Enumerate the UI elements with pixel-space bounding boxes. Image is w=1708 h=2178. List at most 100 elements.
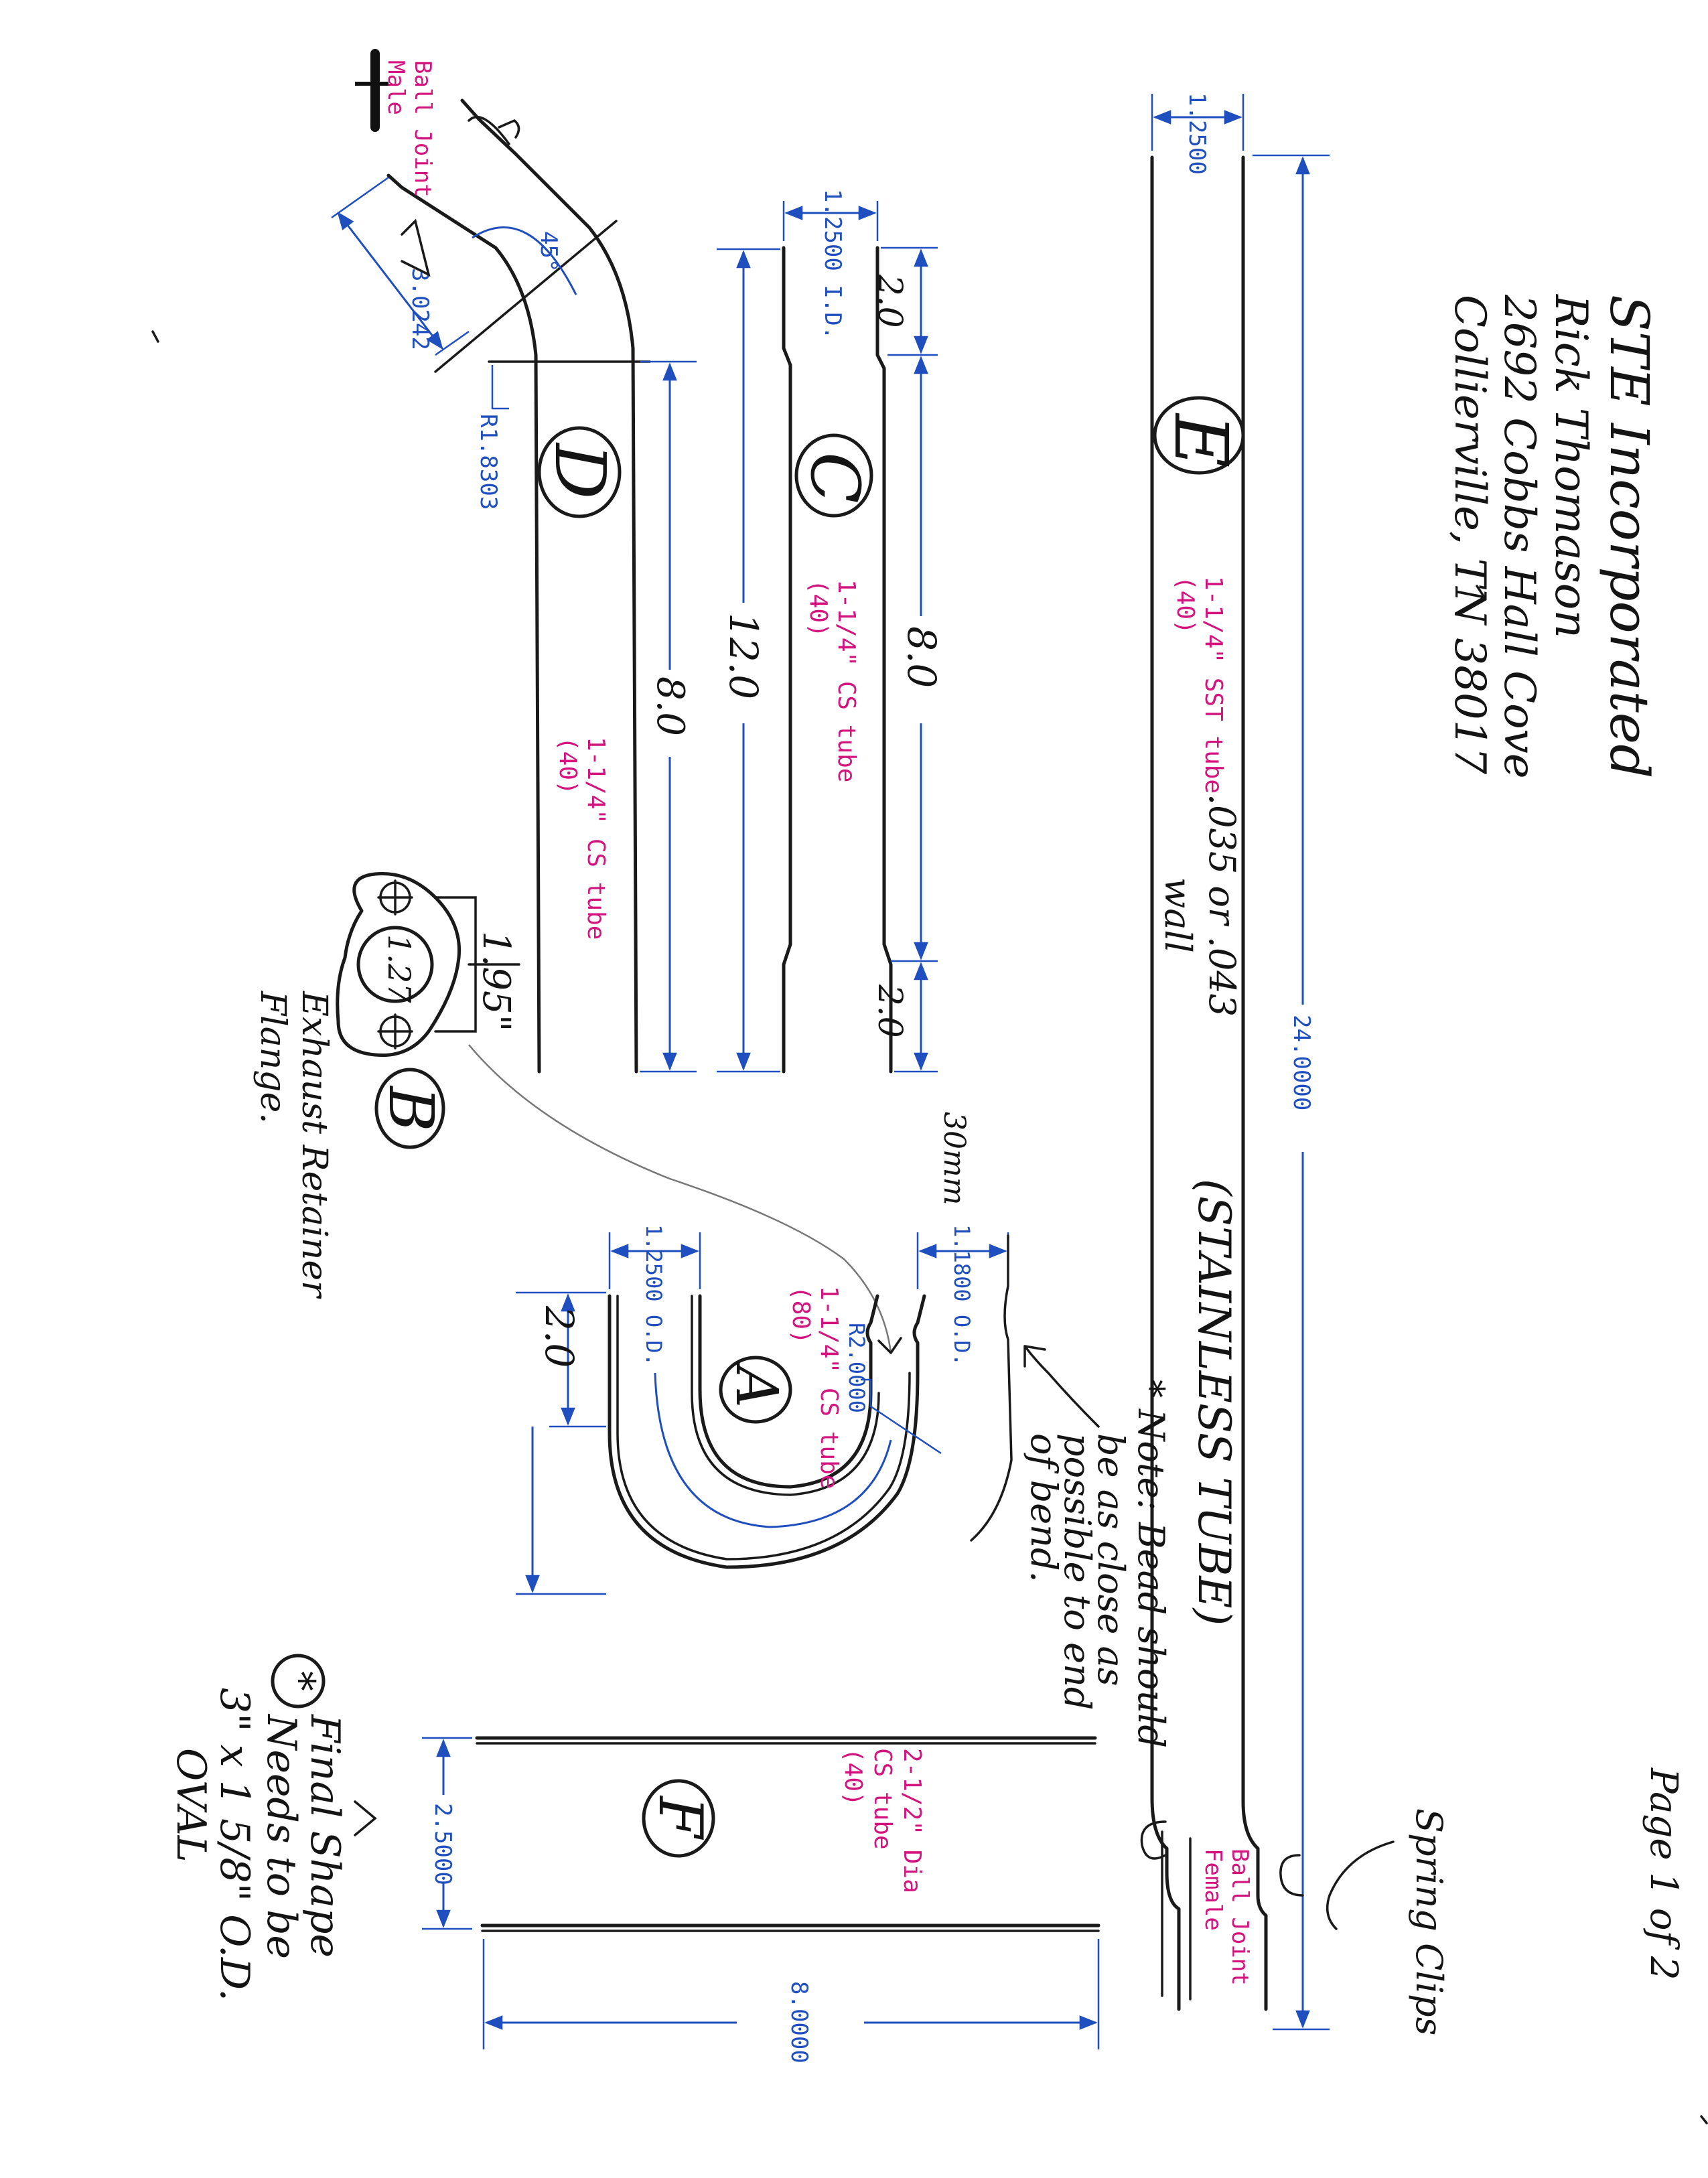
part-e-spring-clips: Spring Clips: [1408, 1808, 1450, 2035]
part-a-note: * Note: Bead should: [1130, 1380, 1172, 1748]
part-a-circle: [719, 1356, 792, 1424]
company-name: STE Incorporated: [1598, 295, 1660, 778]
part-a-radius-leader: [861, 1378, 942, 1455]
part-d-ball-joint-tip: [498, 119, 520, 139]
part-d-ball-joint-type: Male: [382, 60, 409, 115]
part-a-note-arrow: [1023, 1345, 1046, 1368]
part-b-width-label: 1.95": [474, 931, 518, 1031]
spring-clip-icon-2: [1140, 1820, 1167, 1860]
part-b-width-bracket: [434, 896, 477, 1033]
part-e-ball-joint: Ball Joint: [1226, 1848, 1253, 1986]
part-f-note-3: 3" x 1 5/8" O.D.: [211, 1688, 258, 2001]
part-d-bend-length-dim: [337, 211, 443, 350]
part-a-od-left-label: 1.2500 O.D.: [641, 1224, 666, 1366]
part-b-circle: [374, 1068, 445, 1149]
part-f-note-4: OVAL: [167, 1748, 214, 1863]
part-f-note-2: Needs to be: [258, 1713, 305, 1959]
part-d-material: 1-1/4" CS tube: [582, 737, 610, 940]
part-d-ball-joint-end: [468, 116, 510, 145]
part-d-ball-joint: Ball Joint: [409, 60, 436, 198]
part-e-material-schedule: (40): [1171, 576, 1199, 634]
stray-mark: [1476, 585, 1485, 597]
part-a-centerline: [654, 1372, 892, 1528]
part-a: 1.2500 O.D. 1.1800 O.D. 30mm R2.0000 2.0…: [516, 1112, 1172, 1748]
part-c-id-label: 1.2500 I.D.: [819, 189, 846, 340]
part-d-bend-line: [434, 220, 618, 373]
part-f-material: 2-1/2" Dia: [898, 1748, 926, 1893]
part-c-end-top-label: 2.0: [871, 274, 910, 328]
part-d-angle-label: 45°: [535, 231, 562, 272]
part-b: 1.27 1.95" B Exhaust Retainer Flange.: [253, 871, 902, 1354]
part-e-material: 1-1/4" SST tube: [1200, 576, 1227, 794]
part-a-material: 1-1/4" CS tube: [815, 1286, 843, 1489]
title-block: STE Incorporated Rick Thomason 2692 Cobb…: [1445, 294, 1660, 779]
street-address: 2692 Cobbs Hall Cove: [1494, 294, 1544, 779]
part-d-wall-right: [460, 98, 638, 1074]
part-d-wall-left: [386, 173, 541, 1074]
part-e-width-label: 1.2500: [1184, 92, 1210, 175]
part-b-letter: B: [375, 1085, 447, 1132]
part-f: 2.5000 8.0000 F 2-1/2" Dia CS tube (40) …: [167, 1654, 1100, 2063]
part-d-bend-length-label: 3.0242: [407, 268, 433, 350]
part-e-circle: [1153, 396, 1245, 475]
part-c-material: 1-1/4" CS tube: [833, 579, 860, 782]
part-f-letter: F: [645, 1795, 715, 1840]
part-a-leg-label: 2.0: [537, 1305, 582, 1368]
part-d: 45° 3.0242 R1.8303 8.0 D 1-1/4" CS tube …: [331, 49, 697, 1074]
part-b-description: Exhaust Retainer: [294, 991, 334, 1299]
part-f-note-arrow: [354, 1800, 377, 1836]
part-a-letter: A: [723, 1362, 790, 1408]
part-c-material-schedule: (40): [804, 579, 832, 638]
part-b-leader-arrow: [877, 1337, 902, 1354]
part-b-description-2: Flange.: [253, 991, 293, 1124]
part-e-ball-joint-type: Female: [1200, 1848, 1226, 1931]
part-e: 1.2500 24.0000 E 1-1/4" SST tube (40) .0…: [1140, 92, 1450, 2035]
part-d-letter: D: [539, 442, 621, 499]
part-b-bore: [356, 926, 434, 1003]
city-address: Collierville, TN 38017: [1445, 295, 1494, 774]
part-a-note-2: be as close as: [1090, 1433, 1132, 1686]
part-f-circle: [642, 1779, 715, 1858]
part-a-outer-wall-2: [616, 1295, 911, 1560]
part-f-length-label: 8.0000: [786, 1981, 812, 2063]
part-d-bend-sketch: [401, 218, 431, 277]
part-c-wall-left: [782, 246, 792, 1074]
part-a-inner-wall-2: [691, 1295, 880, 1496]
spring-clip-icon: [1279, 1854, 1304, 1897]
part-c: 1.2500 I.D. 2.0 8.0 2.0 12.0 C 1-1/4" CS…: [717, 189, 944, 1074]
stray-mark-2: [151, 330, 159, 343]
part-a-inner-wall-1: [698, 1294, 879, 1489]
part-f-material-schedule: (40): [839, 1748, 867, 1806]
part-e-length-label: 24.0000: [1288, 1015, 1315, 1110]
part-a-note-leader: [1023, 1345, 1100, 1428]
spring-clip-leader: [1326, 1840, 1395, 1930]
part-a-radius-label: R2.0000: [844, 1323, 869, 1413]
part-e-wall-label: wall: [1157, 877, 1199, 953]
part-f-note: Final Shape: [301, 1714, 348, 1958]
part-a-note-3: possible to end: [1056, 1433, 1098, 1710]
part-b-leader-to-a: [468, 1044, 892, 1354]
part-c-total-label: 12.0: [721, 613, 766, 699]
page-number: Page 1 of 2: [1642, 1767, 1685, 1980]
part-f-note-star-circle: [271, 1654, 326, 1709]
part-e-wall-thickness: .035 or .043: [1201, 794, 1243, 1017]
part-d-material-schedule: (40): [554, 737, 581, 795]
part-d-radius-leader: [491, 365, 509, 410]
part-e-wall-left: [1150, 155, 1181, 2011]
stray-mark-3: [1700, 2115, 1708, 2124]
part-f-note-star: *: [277, 1671, 324, 1691]
part-d-angle-arc: [472, 226, 577, 295]
part-d-straight-label: 8.0: [648, 676, 692, 736]
part-c-wall-right: [875, 246, 893, 1074]
contact-name: Rick Thomason: [1545, 294, 1597, 638]
part-c-circle: [794, 433, 873, 518]
part-b-outline: [336, 871, 461, 1058]
part-c-end-bottom-label: 2.0: [871, 984, 910, 1038]
part-f-width-label: 2.5000: [429, 1803, 456, 1885]
part-e-letter: E: [1158, 413, 1244, 467]
part-e-wall-right: [1241, 155, 1268, 2011]
part-a-material-schedule: (80): [787, 1286, 814, 1344]
part-c-mid-label: 8.0: [899, 626, 944, 688]
